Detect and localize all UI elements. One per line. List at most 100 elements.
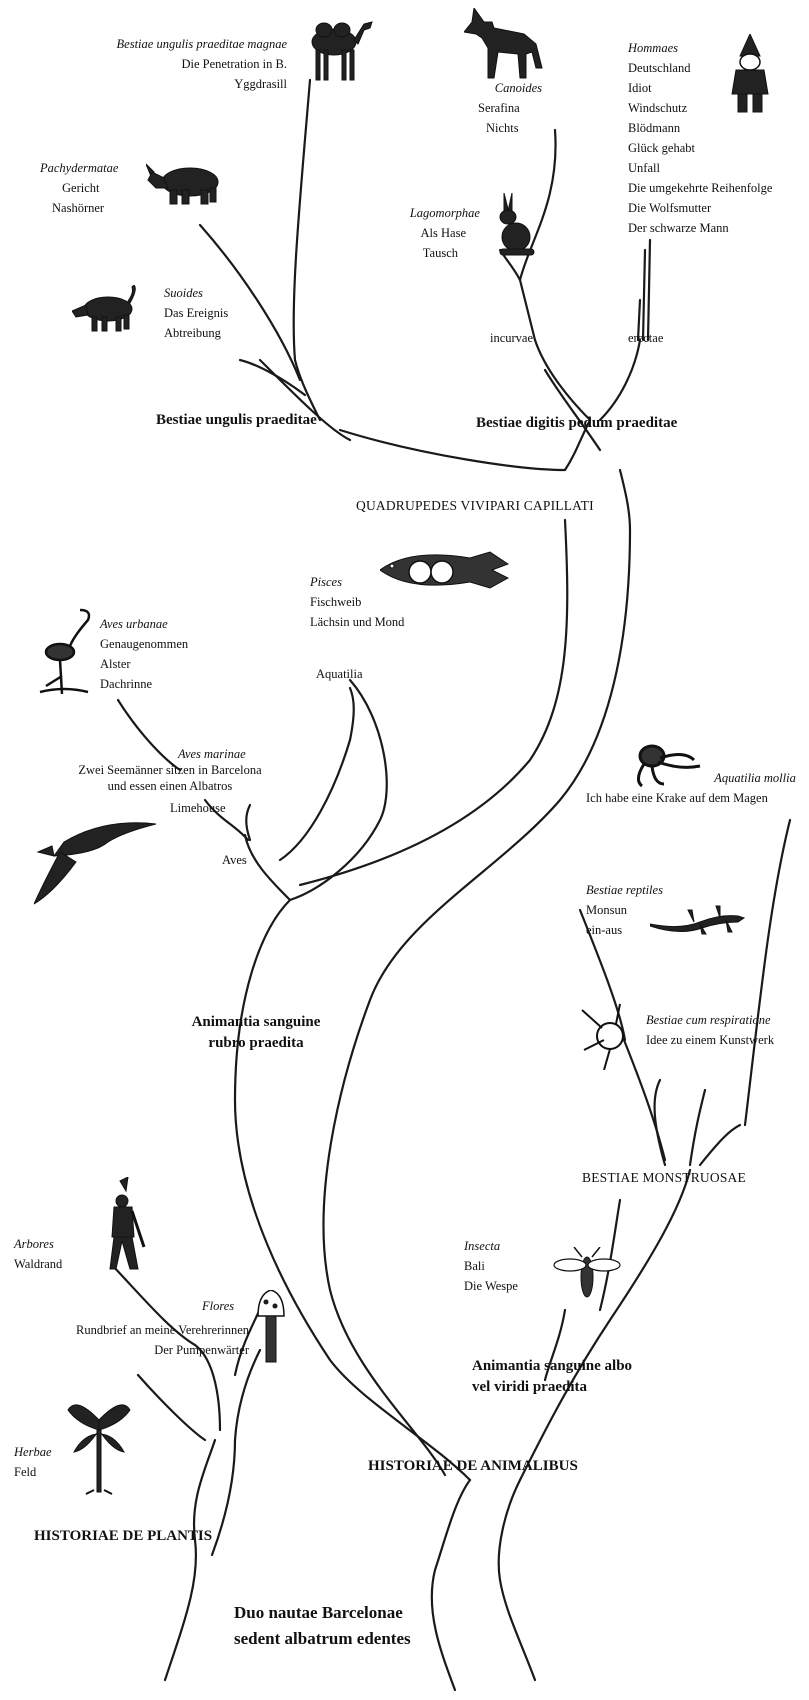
plants-trunk-left: [165, 1440, 215, 1680]
title-line-1: Duo nautae Barcelonae: [234, 1600, 411, 1626]
suoides-item-2: Abtreibung: [164, 323, 228, 343]
plants-trunk-right: [212, 1350, 260, 1555]
hommaes-group: Hommaes Deutschland Idiot Windschutz Blö…: [628, 38, 772, 238]
canoides-category: Canoides: [478, 78, 542, 98]
pisces-item-1: Fischweib: [310, 592, 404, 612]
erectae-stem-2: [643, 250, 645, 340]
erectae-stem-3: [648, 240, 650, 340]
hommaes-item-4: Blödmann: [628, 118, 772, 138]
ungulis-up-1: [294, 80, 320, 420]
aves-right: [246, 805, 250, 840]
herbae-category: Herbae: [14, 1442, 52, 1462]
erectae-label: erectae: [628, 328, 663, 348]
aquatilia-mollia-group: Aquatilia mollia Ich habe eine Krake auf…: [614, 768, 796, 808]
animals-trunk-right: [499, 1480, 535, 1680]
hommaes-category: Hommaes: [628, 38, 772, 58]
magnae-category: Bestiae ungulis praeditae magnae: [117, 34, 287, 54]
respiratione-group: Bestiae cum respiratione Idee zu einem K…: [646, 1010, 774, 1050]
white-green-line-2: vel viridi praedita: [472, 1377, 632, 1398]
woodcutter-icon: [102, 1177, 152, 1273]
aves-marinae-text: Zwei Seemänner sitzen in Barcelona und e…: [20, 762, 320, 794]
quadrupedes-label: QUADRUPEDES VIVIPARI CAPILLATI: [356, 496, 594, 516]
reptiles-group: Bestiae reptiles Monsun ein-aus: [586, 880, 663, 940]
flores-category: Flores: [202, 1299, 234, 1313]
flores-category-box: Flores: [202, 1296, 234, 1316]
flores-items: Rundbrief an meine Verehrerinnen Der Pum…: [76, 1320, 249, 1360]
aves-urbanae-item-2: Alster: [100, 654, 188, 674]
suoides-item-1: Das Ereignis: [164, 303, 228, 323]
flores-item-2: Der Pumpenwärter: [76, 1340, 249, 1360]
aquatilia-mollia-category: Aquatilia mollia: [614, 768, 796, 788]
magnae-item-2: Yggdrasill: [117, 74, 287, 94]
reptiles-item-2: ein-aus: [586, 920, 663, 940]
plants-root-label: HISTORIAE DE PLANTIS: [34, 1526, 212, 1547]
flores-item-1: Rundbrief an meine Verehrerinnen: [76, 1320, 249, 1340]
monstruosae-label: BESTIAE MONSTRUOSAE: [582, 1168, 746, 1188]
hommaes-item-9: Der schwarze Mann: [628, 218, 772, 238]
aves-urbanae-category: Aves urbanae: [100, 614, 188, 634]
plant-icon: [66, 1390, 132, 1495]
reptiles-item-1: Monsun: [586, 900, 663, 920]
canoides-group: Canoides Serafina Nichts: [478, 78, 542, 138]
aves-label: Aves: [222, 850, 247, 870]
aves-marinae-item-2: und essen einen Albatros: [20, 778, 320, 794]
digitis-label: Bestiae digitis pedum praeditae: [476, 413, 677, 434]
hommaes-item-6: Unfall: [628, 158, 772, 178]
aves-marinae-category-text: Aves marinae: [178, 747, 246, 761]
pisces-item-2: Lächsin und Mond: [310, 612, 404, 632]
aves-marinae-item-3: Limehouse: [170, 798, 226, 818]
hommaes-item-8: Die Wolfsmutter: [628, 198, 772, 218]
monstruosae-stem-4: [700, 1125, 740, 1165]
canoides-item-1: Serafina: [478, 98, 542, 118]
mushroom-icon: [256, 1290, 286, 1365]
spider-icon: [580, 1000, 630, 1070]
magnae-group: Bestiae ungulis praeditae magnae Die Pen…: [117, 34, 287, 94]
respiratione-category: Bestiae cum respiratione: [646, 1010, 774, 1030]
pachydermatae-item-2: Nashörner: [40, 198, 118, 218]
aves-marinae-item-1: Zwei Seemänner sitzen in Barcelona: [20, 762, 320, 778]
hommaes-item-5: Glück gehabt: [628, 138, 772, 158]
aves-stem: [245, 835, 290, 900]
camel-icon: [300, 12, 375, 82]
arbores-category: Arbores: [14, 1234, 62, 1254]
red-blood-line-1: Animantia sanguine: [156, 1012, 356, 1033]
insecta-item-2: Die Wespe: [464, 1276, 518, 1296]
albatross-icon: [34, 812, 159, 907]
canoides-item-2: Nichts: [478, 118, 542, 138]
ungulis-branch: [340, 430, 565, 470]
incurvae-label: incurvae: [490, 328, 533, 348]
insecta-group: Insecta Bali Die Wespe: [464, 1236, 518, 1296]
hommaes-item-7: Die umgekehrte Reihenfolge: [628, 178, 772, 198]
animals-trunk-left: [432, 1480, 470, 1690]
lagomorphae-item-2: Tausch: [410, 243, 480, 263]
plants-branch-herbae: [138, 1375, 205, 1440]
pisces-category: Pisces: [310, 572, 404, 592]
aves-urbanae-item-1: Genaugenommen: [100, 634, 188, 654]
herbae-group: Herbae Feld: [14, 1442, 52, 1482]
aves-urbanae-item-3: Dachrinne: [100, 674, 188, 694]
aquatilia-label: Aquatilia: [316, 664, 363, 684]
animals-root-label: HISTORIAE DE ANIMALIBUS: [368, 1456, 578, 1477]
monstruosae-stem-3: [690, 1090, 705, 1165]
lagomorphae-item-1: Als Hase: [410, 223, 480, 243]
white-green-line-1: Animantia sanguine albo: [472, 1356, 632, 1377]
digitis-up-1: [535, 340, 590, 420]
page-title: Duo nautae Barcelonae sedent albatrum ed…: [234, 1600, 411, 1652]
insecta-item-1: Bali: [464, 1256, 518, 1276]
boar-icon: [72, 285, 142, 333]
red-blood-line-2: rubro praedita: [156, 1033, 356, 1054]
hommaes-item-3: Windschutz: [628, 98, 772, 118]
magnae-item-1: Die Penetration in B.: [117, 54, 287, 74]
wolf-icon: [464, 8, 544, 80]
insecta-category: Insecta: [464, 1236, 518, 1256]
title-line-2: sedent albatrum edentes: [234, 1626, 411, 1652]
digitis-up-2: [600, 340, 640, 420]
respiratione-item-1: Idee zu einem Kunstwerk: [646, 1030, 774, 1050]
aves-urbanae-line: [118, 700, 180, 770]
mollia-line: [745, 820, 790, 1125]
red-blood-label: Animantia sanguine rubro praedita: [156, 1012, 356, 1054]
hare-icon: [490, 193, 536, 258]
ungulis-label: Bestiae ungulis praeditae: [156, 410, 317, 431]
herbae-item-1: Feld: [14, 1462, 52, 1482]
pachydermatae-group: Pachydermatae Gericht Nashörner: [40, 158, 118, 218]
